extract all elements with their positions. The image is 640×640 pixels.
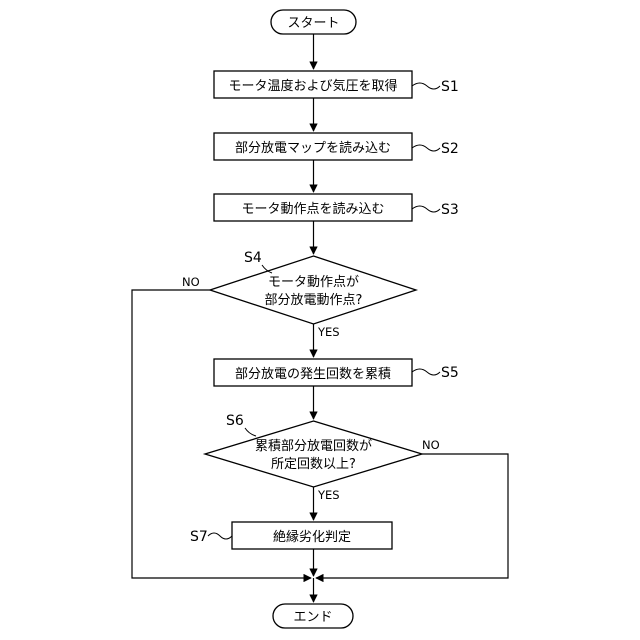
step-s5-leader [412,369,440,375]
start-text: スタート [287,16,339,31]
step-s3-text: モータ動作点を読み込む [241,201,384,217]
s6-yes-label: YES [317,488,340,502]
step-s7: 絶縁劣化判定 S7 [190,522,392,549]
step-s2-label: S2 [441,141,459,157]
end-text: エンド [293,610,332,625]
step-s3-leader [412,206,440,212]
decision-s4-line2: 部分放電動作点? [265,293,363,308]
decision-s6-line1: 累積部分放電回数が [255,439,372,454]
step-s2-leader [412,145,440,151]
step-s7-label: S7 [190,529,208,545]
step-s3-label: S3 [441,202,459,218]
s6-no-label: NO [422,438,440,452]
step-s7-leader [208,533,232,539]
step-s2: 部分放電マップを読み込む S2 [214,133,459,160]
step-s1-leader [412,83,440,89]
end-terminal: エンド [273,604,353,628]
step-s1-text: モータ温度および気圧を取得 [228,78,397,94]
decision-s6: 累積部分放電回数が 所定回数以上? S6 [205,413,422,487]
step-s2-text: 部分放電マップを読み込む [235,140,391,156]
step-s1-label: S1 [441,79,459,95]
decision-s4-label: S4 [244,250,262,266]
decision-s4-line1: モータ動作点が [268,275,359,290]
decision-s6-line2: 所定回数以上? [271,457,356,472]
step-s5: 部分放電の発生回数を累積 S5 [214,359,459,386]
step-s7-text: 絶縁劣化判定 [273,529,351,545]
step-s1: モータ温度および気圧を取得 S1 [214,71,459,98]
decision-s6-leader [245,428,256,436]
decision-s4: モータ動作点が 部分放電動作点? S4 [210,250,416,324]
decision-s6-label: S6 [226,413,244,429]
step-s5-text: 部分放電の発生回数を累積 [235,367,391,382]
step-s3: モータ動作点を読み込む S3 [214,194,459,221]
step-s5-label: S5 [441,365,459,381]
start-terminal: スタート [271,10,356,34]
s4-no-label: NO [182,275,200,289]
s4-yes-label: YES [317,325,340,339]
